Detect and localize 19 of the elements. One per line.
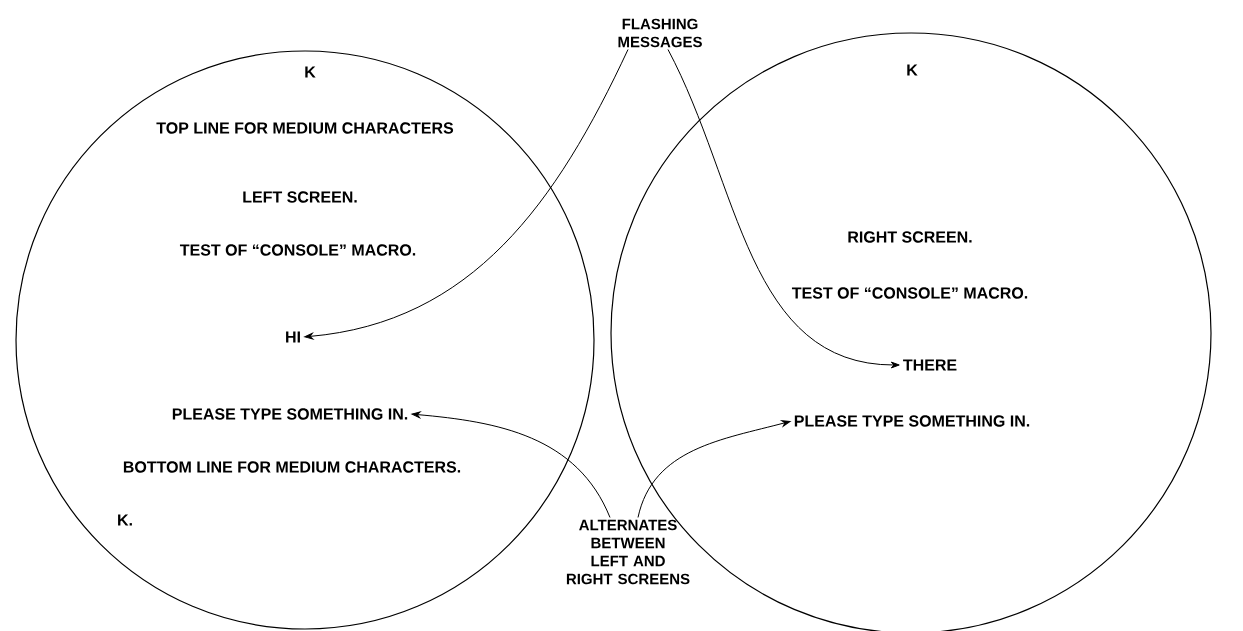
screen-text: K. (118, 514, 132, 526)
note-text: ALTERNATES BETWEEN LEFT AND RIGHT SCREENS (566, 519, 690, 585)
arrow (667, 49, 900, 369)
message-text: HI (286, 331, 300, 343)
screen-text: BOTTOM LINE FOR MEDIUM CHARACTERS. (123, 461, 461, 473)
screen-text: LEFT SCREEN. (243, 191, 357, 203)
screen-text: TEST OF “CONSOLE” MACRO. (791, 287, 1028, 299)
note-text: FLASHING MESSAGES (618, 18, 702, 48)
arrow (637, 420, 791, 518)
arrow (411, 411, 611, 518)
message-text: PLEASE TYPE SOMETHING IN. (794, 415, 1030, 427)
screen-text: K (305, 66, 316, 78)
screen-text: RIGHT SCREEN. (848, 231, 972, 243)
message-text: PLEASE TYPE SOMETHING IN. (172, 408, 408, 420)
screen-text: K (907, 64, 918, 76)
screen-text: TEST OF “CONSOLE” MACRO. (179, 244, 416, 256)
message-text: THERE (903, 359, 957, 371)
arrow (304, 49, 629, 340)
screen-text: TOP LINE FOR MEDIUM CHARACTERS (156, 122, 454, 134)
